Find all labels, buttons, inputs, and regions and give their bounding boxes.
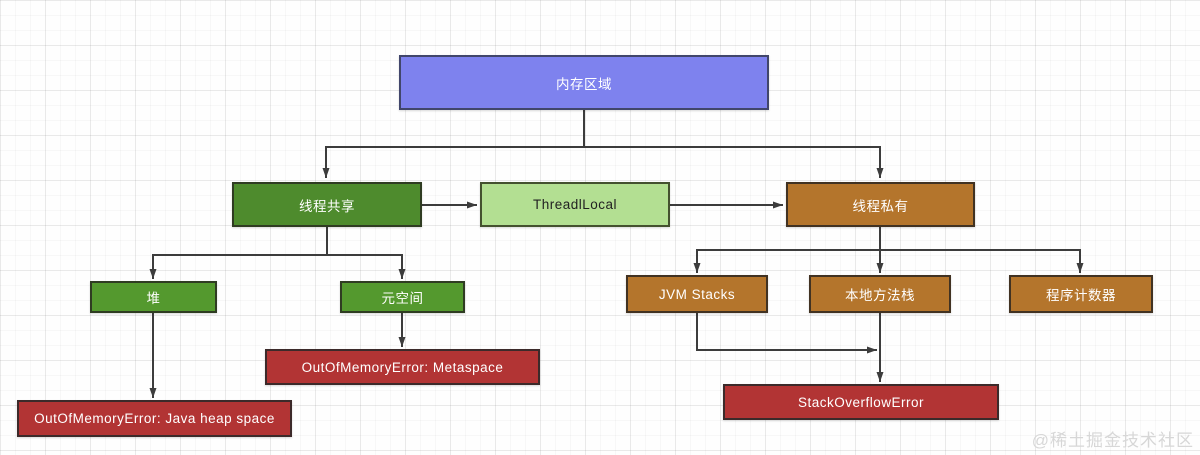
node-jvm-stacks: JVM Stacks (626, 275, 768, 313)
node-metaspace: 元空间 (340, 281, 465, 313)
edge-thread-private-to-program-counter (880, 249, 1084, 273)
watermark: @稀土掘金技术社区 (1031, 431, 1194, 450)
node-native-method-stack: 本地方法栈 (809, 275, 951, 313)
node-oom-heap: OutOfMemoryError: Java heap space (17, 400, 292, 437)
edge-jvm-stacks-to-stackoverflow-join (696, 313, 877, 354)
node-oom-metaspace: OutOfMemoryError: Metaspace (265, 349, 540, 385)
node-stackoverflow: StackOverflowError (723, 384, 999, 420)
node-program-counter: 程序计数器 (1009, 275, 1153, 313)
node-memory-area: 内存区域 (399, 55, 769, 110)
node-thread-shared: 线程共享 (232, 182, 422, 227)
edge-memory-area-to-thread-private (584, 146, 884, 178)
edge-memory-area-to-thread-shared (322, 110, 585, 178)
edge-thread-shared-to-metaspace (327, 254, 406, 279)
node-threadllocal: ThreadlLocal (480, 182, 670, 227)
node-heap: 堆 (90, 281, 217, 313)
edge-thread-shared-to-heap (149, 227, 328, 279)
edge-thread-private-to-jvm-stacks (693, 227, 881, 273)
node-thread-private: 线程私有 (786, 182, 975, 227)
